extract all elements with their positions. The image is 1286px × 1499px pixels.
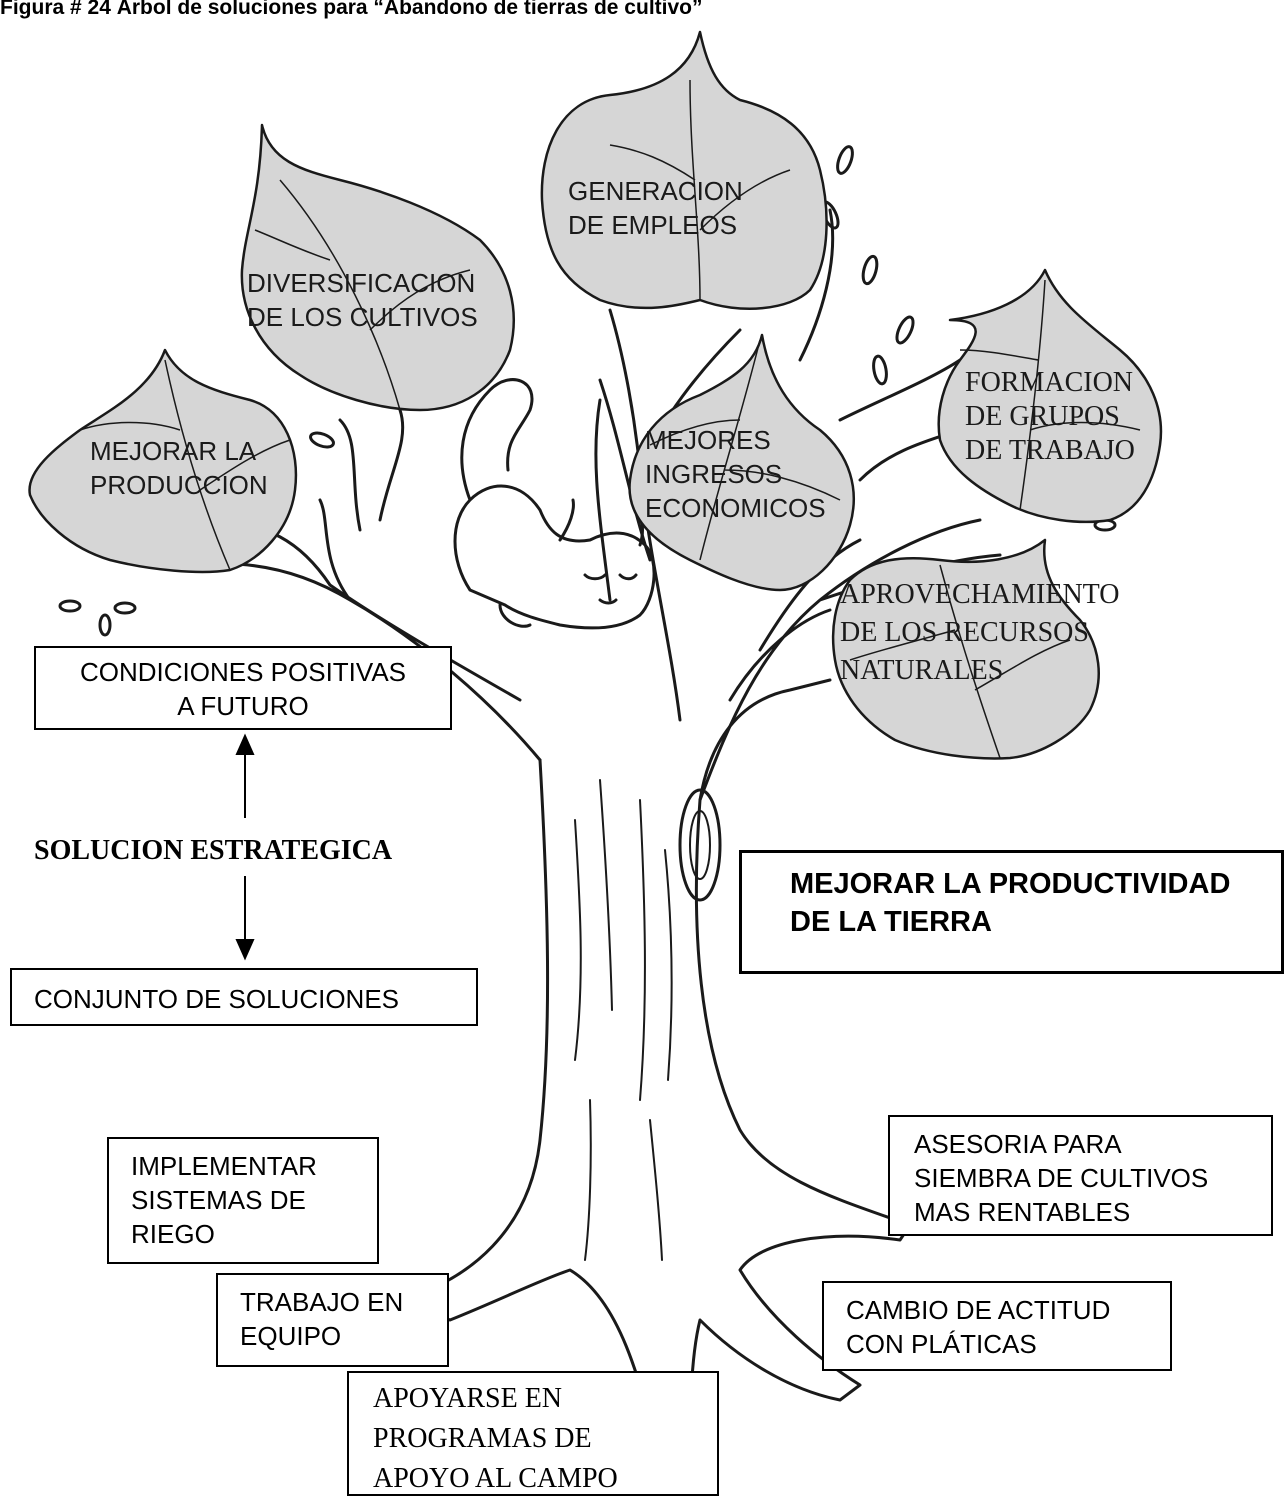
leaf-diversificacion [240, 123, 515, 412]
leaf-formacion [937, 268, 1163, 524]
cat [453, 378, 656, 630]
figure-title: Figura # 24 Árbol de soluciones para “Ab… [0, 0, 703, 19]
root-box-equipo: TRABAJO EN EQUIPO [216, 1273, 449, 1367]
legend-strategy-label: SOLUCION ESTRATEGICA [34, 835, 393, 866]
branch-left [198, 408, 542, 762]
leaf-generacion [540, 30, 828, 310]
root-box-programas: APOYARSE EN PROGRAMAS DE APOYO AL CAMPO [347, 1371, 719, 1496]
legend-solutions-set: CONJUNTO DE SOLUCIONES [10, 968, 478, 1026]
root-box-asesoria: ASESORIA PARA SIEMBRA DE CULTIVOS MAS RE… [888, 1115, 1273, 1236]
leaf-label-generacion: GENERACION DE EMPLEOS [568, 176, 743, 240]
leaf-label-diversificacion: DIVERSIFICACION DE LOS CULTIVOS [247, 268, 478, 332]
trunk-texture [574, 779, 673, 1261]
root-box-actitud: CAMBIO DE ACTITUD CON PLÁTICAS [822, 1281, 1172, 1371]
leaf-label-aprovechamiento: APROVECHAMIENTO DE LOS RECURSOS NATURALE… [840, 579, 1120, 686]
root-box-riego: IMPLEMENTAR SISTEMAS DE RIEGO [107, 1137, 379, 1264]
leaf-label-ingresos: MEJORES INGRESOS ECONOMICOS [645, 425, 826, 523]
trunk-knot [678, 788, 722, 902]
leaf-label-formacion: FORMACION DE GRUPOS DE TRABAJO [965, 367, 1135, 466]
leaf-aprovechamiento [831, 538, 1100, 760]
trunk [398, 678, 912, 1472]
legend-positive-conditions: CONDICIONES POSITIVAS A FUTURO [34, 646, 452, 730]
goal-box: MEJORAR LA PRODUCTIVIDAD DE LA TIERRA [739, 850, 1284, 974]
leaf-ingresos [628, 333, 855, 592]
leaf-label-mejorar: MEJORAR LA PRODUCCION [90, 436, 268, 500]
leaf-mejorar [28, 348, 298, 574]
